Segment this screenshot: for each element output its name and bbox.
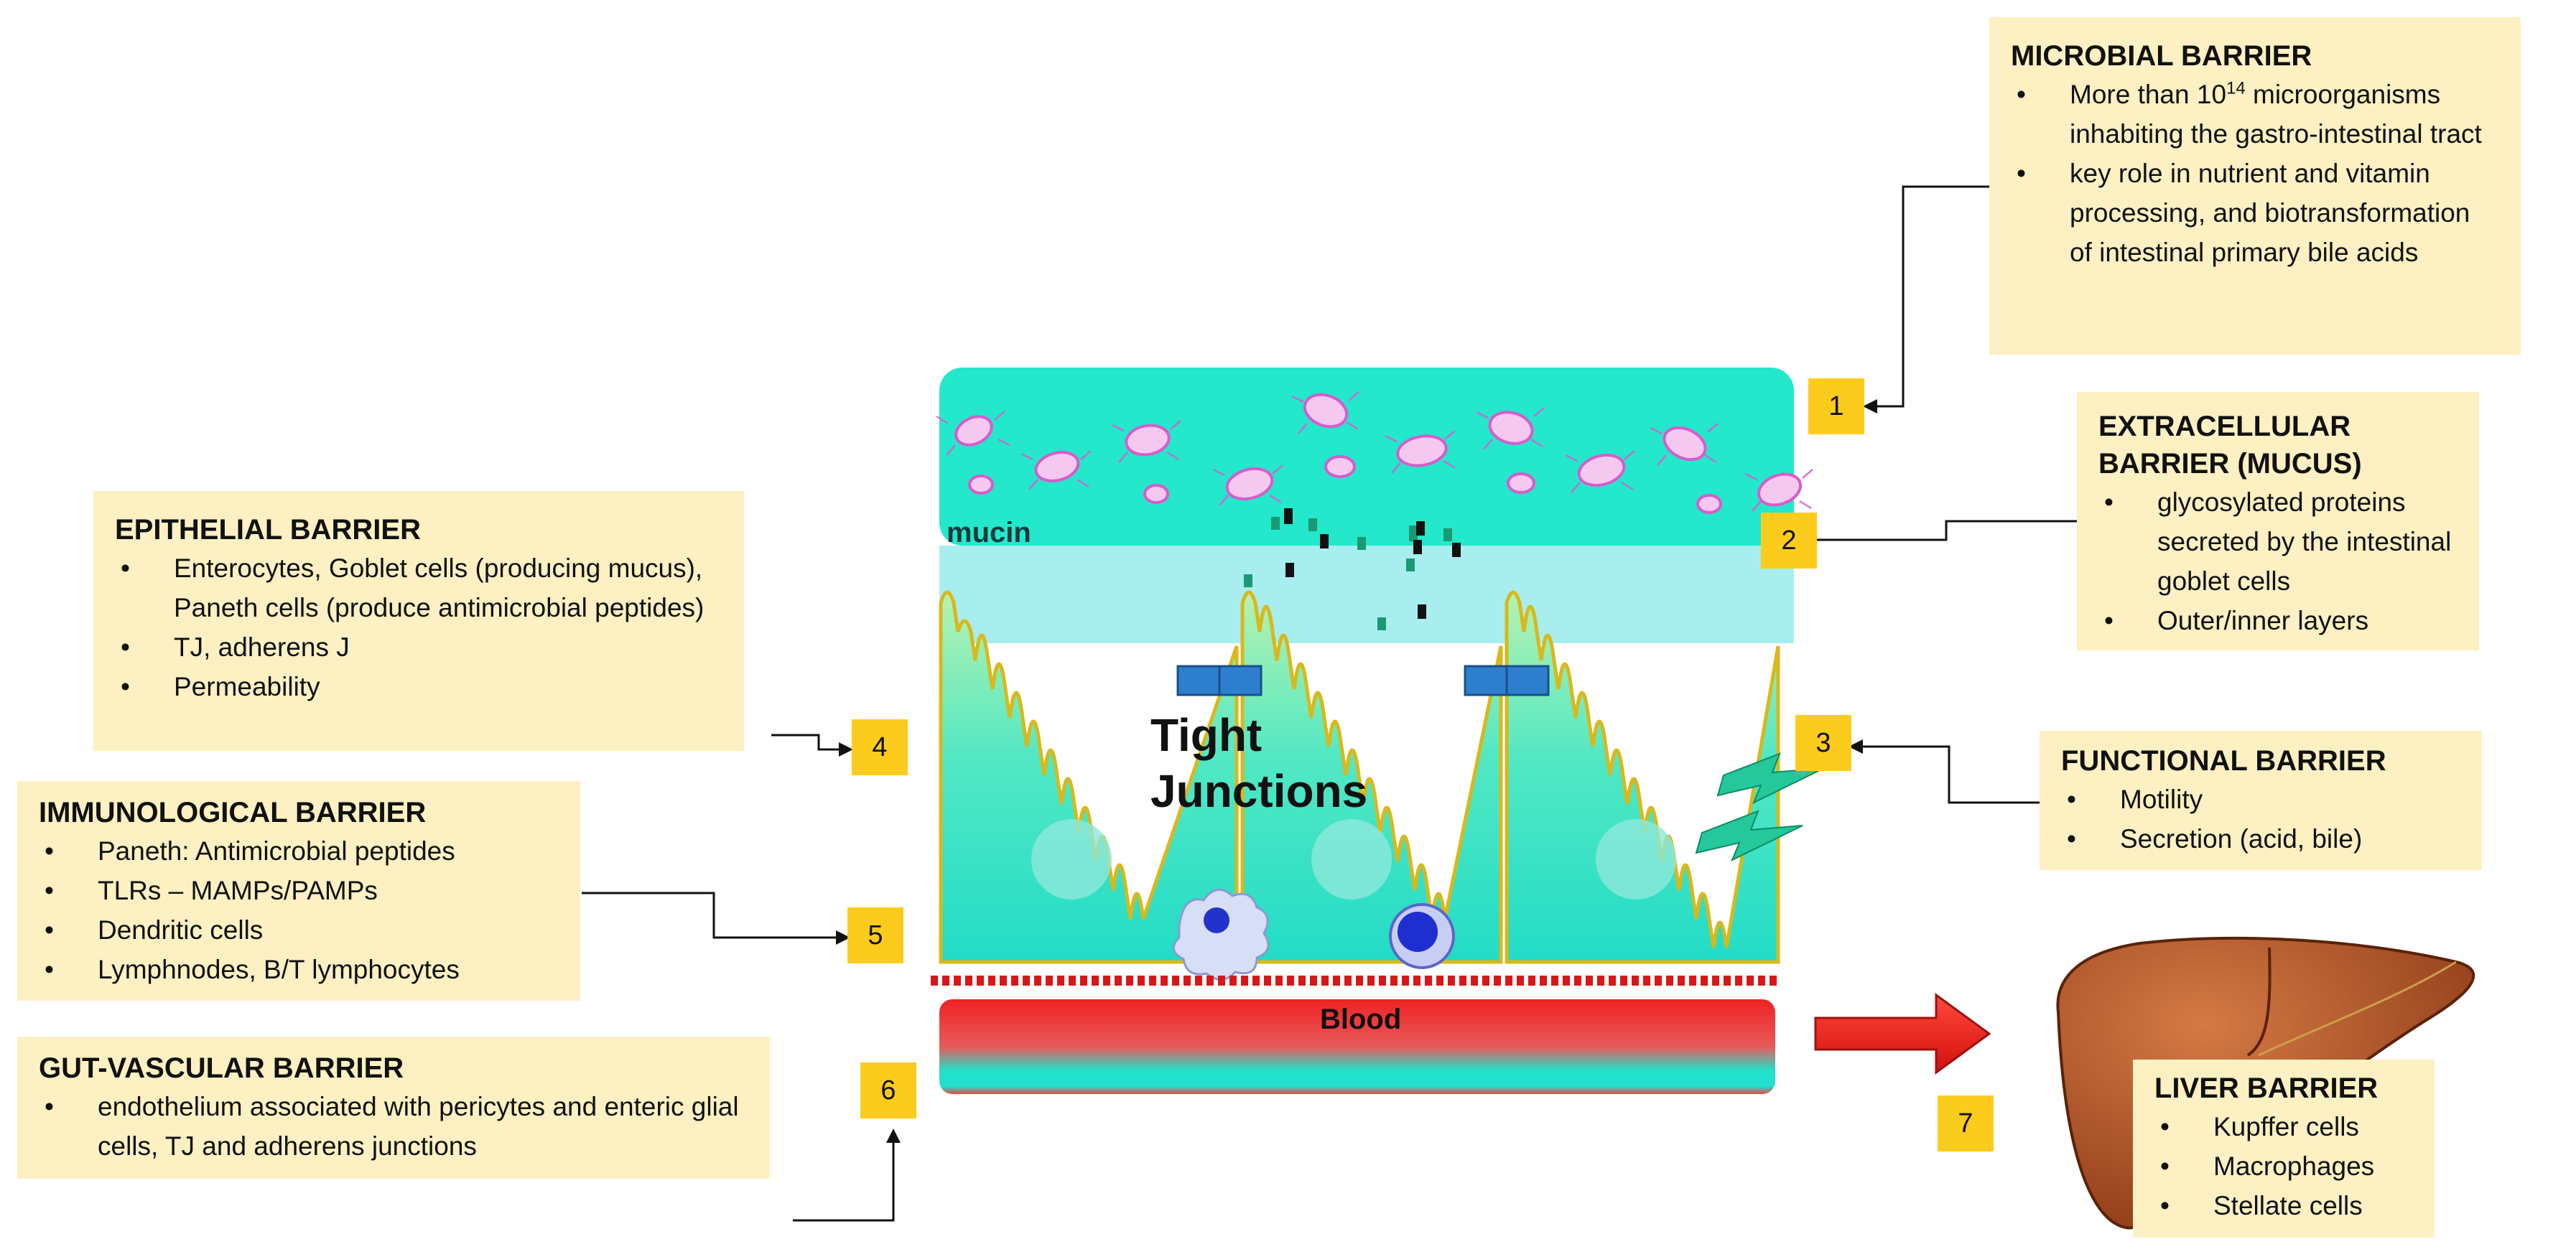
epithelial-item: Permeability: [115, 667, 722, 706]
extracellular-barrier-box: EXTRACELLULAR BARRIER (MUCUS) glycosylat…: [2077, 392, 2479, 650]
connector-lines: [582, 185, 2097, 1222]
epithelial-cell: [939, 590, 1239, 964]
blood-vessel: [939, 999, 1775, 1094]
mucin-label: mucin: [947, 517, 1031, 548]
immunological-item: Paneth: Antimicrobial peptides: [39, 831, 559, 871]
mucin-fragments: [1244, 508, 1461, 630]
liver-barrier-box: LIVER BARRIER Kupffer cells Macrophages …: [2133, 1060, 2435, 1238]
epithelial-item: Enterocytes, Goblet cells (producing muc…: [115, 548, 722, 627]
connector-arrowheads: [836, 399, 1877, 1143]
microbial-barrier-box: MICROBIAL BARRIER More than 1014 microor…: [1989, 17, 2521, 355]
cell-nucleus: [1596, 819, 1676, 899]
liver-barrier-title: LIVER BARRIER: [2154, 1073, 2379, 1104]
bacteria-group: [936, 391, 1813, 514]
red-arrow-icon: [1814, 993, 1991, 1075]
cell-nucleus: [1311, 819, 1392, 899]
gut-vascular-barrier-title: GUT-VASCULAR BARRIER: [39, 1052, 404, 1084]
epithelial-barrier-box: EPITHELIAL BARRIER Enterocytes, Goblet c…: [93, 491, 744, 751]
extracellular-item: Outer/inner layers: [2098, 601, 2458, 640]
functional-barrier-title: FUNCTIONAL BARRIER: [2061, 745, 2386, 777]
extracellular-barrier-title: EXTRACELLULAR BARRIER (MUCUS): [2098, 411, 2362, 480]
tight-junctions-label: Tight Junctions: [1150, 709, 1368, 817]
number-badge-5: 5: [847, 907, 903, 963]
number-badge-2: 2: [1761, 513, 1817, 569]
epithelial-barrier-title: EPITHELIAL BARRIER: [115, 514, 421, 546]
immunological-item: Dendritic cells: [39, 910, 559, 950]
number-badge-1: 1: [1808, 378, 1864, 434]
number-badge-7: 7: [1938, 1095, 1994, 1151]
immunological-barrier-box: IMMUNOLOGICAL BARRIER Paneth: Antimicrob…: [17, 781, 580, 1001]
epithelial-item: TJ, adherens J: [115, 627, 722, 667]
gut-vascular-item: endothelium associated with pericytes an…: [39, 1087, 748, 1166]
lightning-icon: [1695, 752, 1825, 862]
microbial-barrier-title: MICROBIAL BARRIER: [2011, 40, 2312, 72]
epithelial-cell: [1505, 590, 1780, 964]
epithelial-cell: [1240, 590, 1503, 964]
liver-item: Kupffer cells: [2154, 1107, 2413, 1146]
immunological-item: Lymphnodes, B/T lymphocytes: [39, 950, 559, 989]
microbial-item: More than 1014 microorganisms inhabiting…: [2011, 75, 2499, 154]
number-badge-6: 6: [860, 1062, 916, 1118]
dendritic-cell: [1172, 888, 1270, 981]
extracellular-item: glycosylated proteins secreted by the in…: [2098, 482, 2458, 601]
gut-vascular-barrier-box: GUT-VASCULAR BARRIER endothelium associa…: [17, 1037, 770, 1179]
cell-nucleus: [1031, 819, 1112, 899]
tight-junctions-markers: [1176, 665, 1550, 696]
number-badge-4: 4: [852, 719, 908, 775]
epithelial-cells: [939, 590, 1780, 964]
functional-item: Motility: [2061, 780, 2460, 819]
microbial-item-text: More than 10: [2070, 80, 2227, 109]
mucus-layer: [939, 546, 1794, 643]
liver-item: Macrophages: [2154, 1146, 2413, 1186]
microbial-item-text: microorganisms inhabiting the gastro-int…: [2070, 80, 2482, 149]
functional-barrier-box: FUNCTIONAL BARRIER Motility Secretion (a…: [2040, 731, 2482, 870]
blood-label: Blood: [1320, 1004, 1402, 1035]
immunological-barrier-title: IMMUNOLOGICAL BARRIER: [39, 797, 427, 828]
number-badge-3: 3: [1795, 715, 1851, 771]
liver-item: Stellate cells: [2154, 1186, 2413, 1225]
immunological-item: TLRs – MAMPs/PAMPs: [39, 871, 559, 910]
microbial-item: key role in nutrient and vitamin process…: [2011, 154, 2499, 272]
exponent: 14: [2226, 78, 2246, 98]
bacterium: [954, 393, 1803, 514]
functional-item: Secretion (acid, bile): [2061, 819, 2460, 859]
lymphocyte: [1389, 903, 1455, 969]
